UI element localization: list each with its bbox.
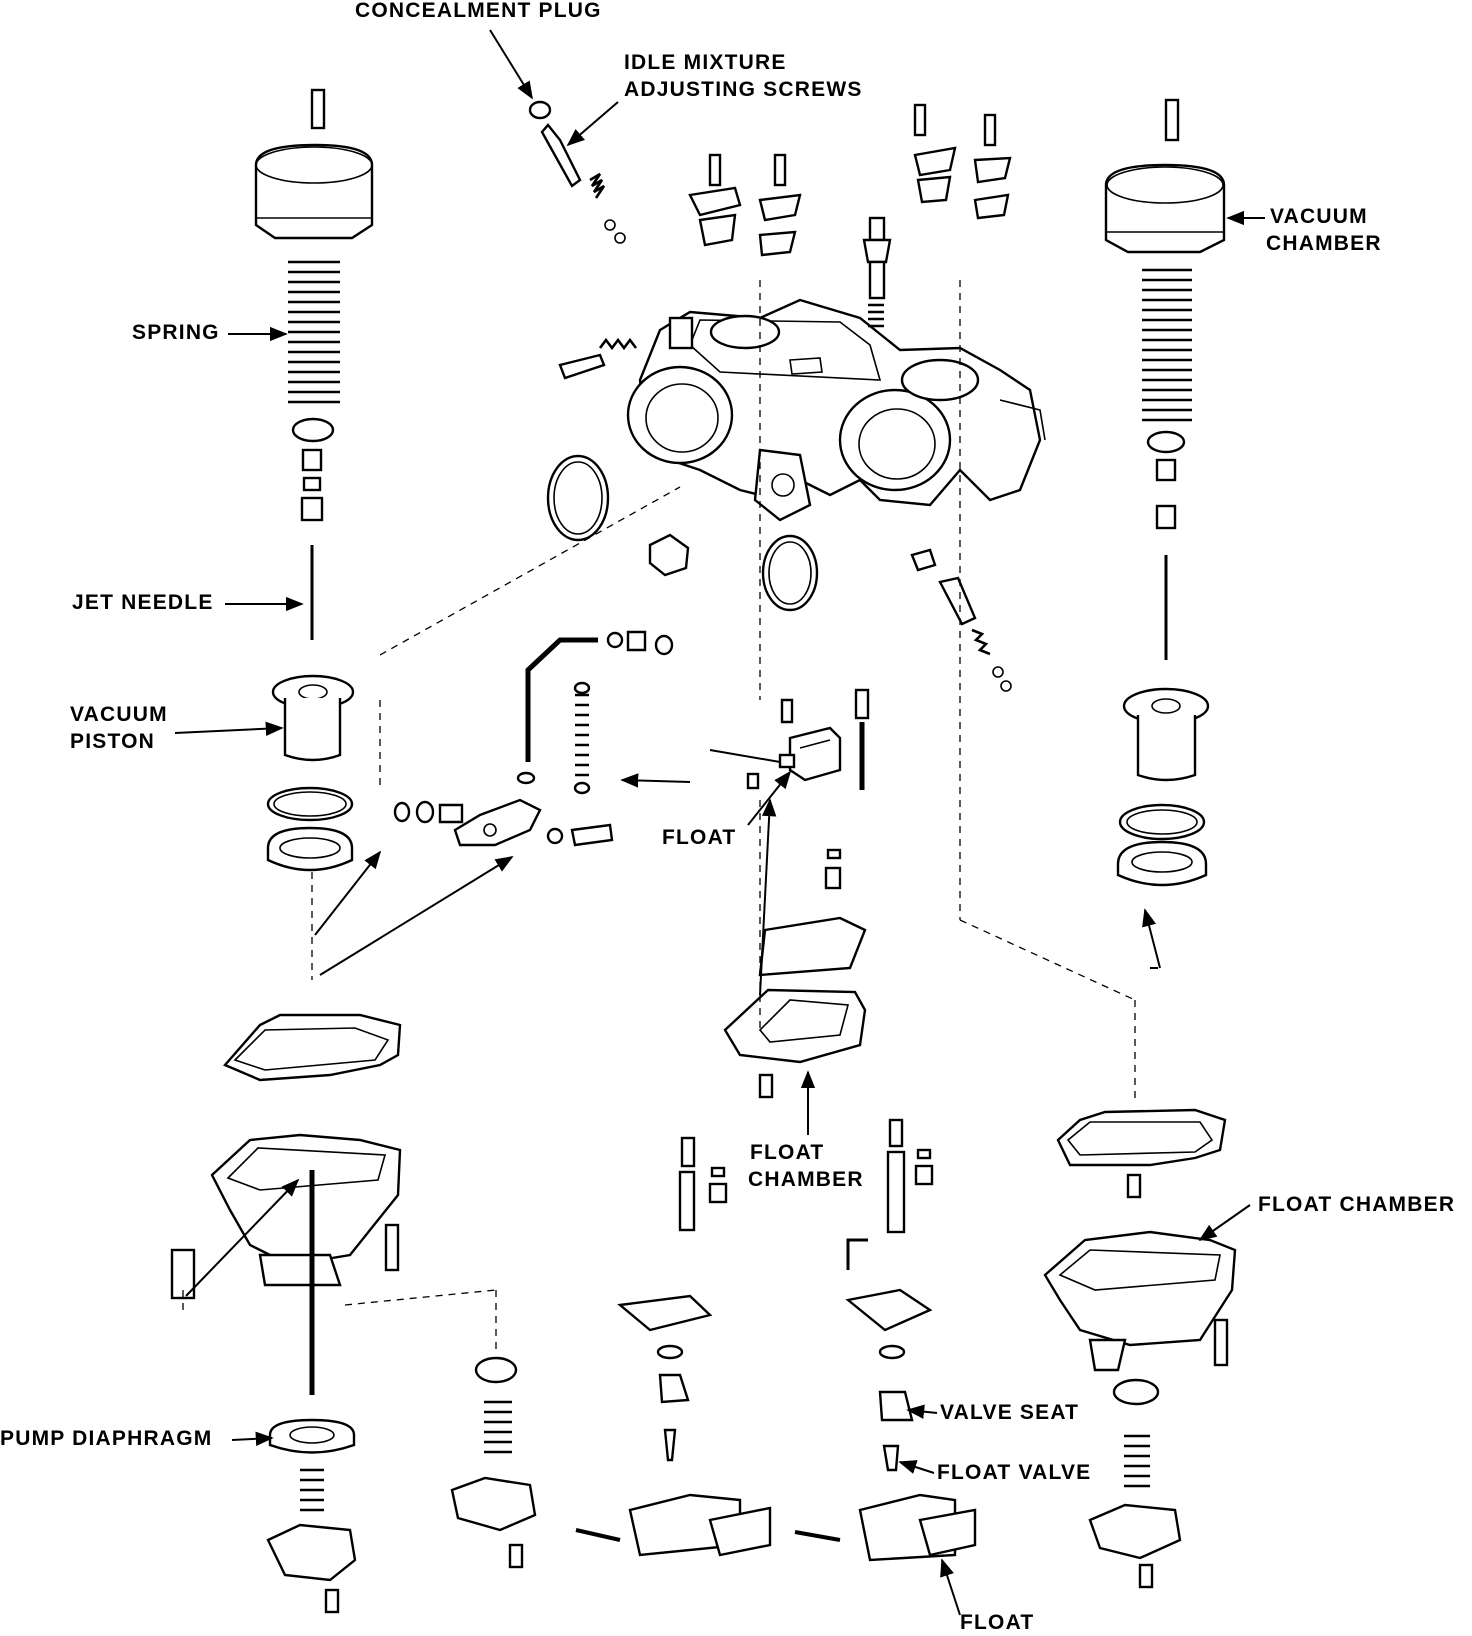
carburetor-body — [626, 298, 1046, 522]
right-pump-assembly — [1088, 1378, 1182, 1589]
label-float-chamber-right: FLOAT CHAMBER — [1258, 1193, 1456, 1216]
label-spring: SPRING — [132, 321, 220, 344]
body-adjust-screw — [862, 216, 892, 328]
throttle-linkage — [393, 630, 674, 847]
label-concealment-plug: CONCEALMENT PLUG — [355, 0, 602, 22]
label-leaders — [174, 29, 1265, 1616]
label-idle-mixture-line1: IDLE MIXTURE — [624, 51, 787, 74]
middle-pump-assembly — [450, 1356, 537, 1569]
label-vacuum-chamber-line1: VACUUM — [1270, 205, 1368, 228]
float-valve-stack-left — [575, 1136, 772, 1557]
o-ring-center — [761, 534, 819, 612]
label-float-chamber-center-line1: FLOAT — [750, 1141, 825, 1164]
left-vacuum-stack — [254, 88, 374, 872]
gasket-small — [648, 533, 690, 577]
idle-mixture-screws — [528, 100, 626, 244]
center-top-plates — [688, 103, 1012, 257]
right-vacuum-stack — [1104, 98, 1226, 887]
label-float-chamber-center-line2: CHAMBER — [748, 1168, 864, 1191]
label-idle-mixture-line2: ADJUSTING SCREWS — [624, 78, 863, 101]
right-float-chamber — [1043, 1108, 1237, 1372]
label-vacuum-piston-line2: PISTON — [70, 730, 155, 753]
label-float-valve: FLOAT VALVE — [937, 1461, 1092, 1484]
label-float-center: FLOAT — [662, 826, 737, 849]
direction-arrows — [185, 773, 1161, 1297]
center-float — [709, 688, 870, 890]
float-valve-stack-right — [794, 1118, 977, 1562]
label-jet-needle: JET NEEDLE — [72, 591, 214, 614]
side-screw-left — [558, 353, 606, 380]
left-float-chamber — [170, 1013, 402, 1395]
label-vacuum-piston-line1: VACUUM — [70, 703, 168, 726]
label-vacuum-chamber-line2: CHAMBER — [1266, 232, 1382, 255]
o-ring-left — [546, 454, 610, 542]
label-valve-seat: VALVE SEAT — [940, 1401, 1080, 1424]
label-float-bottom: FLOAT — [960, 1611, 1035, 1634]
left-pump-assembly — [266, 1418, 357, 1614]
side-screw-right — [910, 548, 1012, 692]
center-float-chamber — [723, 916, 867, 1099]
label-pump-diaphragm: PUMP DIAPHRAGM — [0, 1427, 213, 1450]
alignment-lines — [182, 100, 1167, 1350]
